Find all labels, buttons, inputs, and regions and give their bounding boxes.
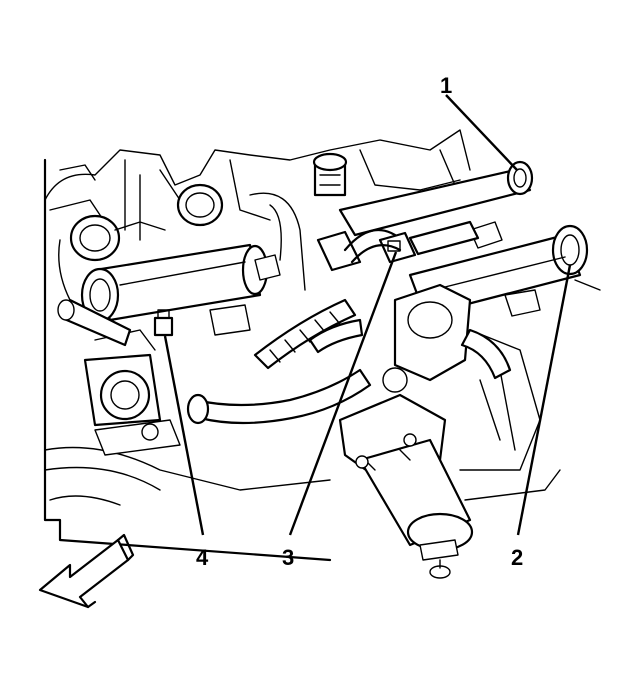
right-hose: [460, 328, 512, 380]
leader-line-1: [445, 94, 518, 171]
bolt: [153, 309, 174, 337]
upper-left-components: [59, 164, 224, 262]
fuel-rail-upper: [338, 160, 534, 237]
fuel-line: [343, 228, 402, 264]
callout-4: 4: [196, 545, 209, 570]
callout-2: 2: [511, 545, 523, 570]
coolant-hose: [186, 368, 372, 425]
top-fitting: [312, 152, 348, 197]
front-arrow-icon: [38, 533, 135, 609]
callout-3: 3: [282, 545, 294, 570]
leader-lines: [163, 94, 572, 536]
leader-line-3: [288, 251, 398, 536]
callout-1: 1: [440, 73, 452, 98]
wiring-harness: [253, 298, 364, 370]
left-injectors: [209, 254, 281, 336]
throttle-actuator: [338, 283, 474, 579]
leader-line-2: [516, 264, 572, 536]
pulley-assembly: [83, 329, 181, 456]
fuel-rail-left: [80, 243, 269, 323]
left-pipe: [57, 298, 132, 347]
leader-line-4: [163, 335, 205, 536]
